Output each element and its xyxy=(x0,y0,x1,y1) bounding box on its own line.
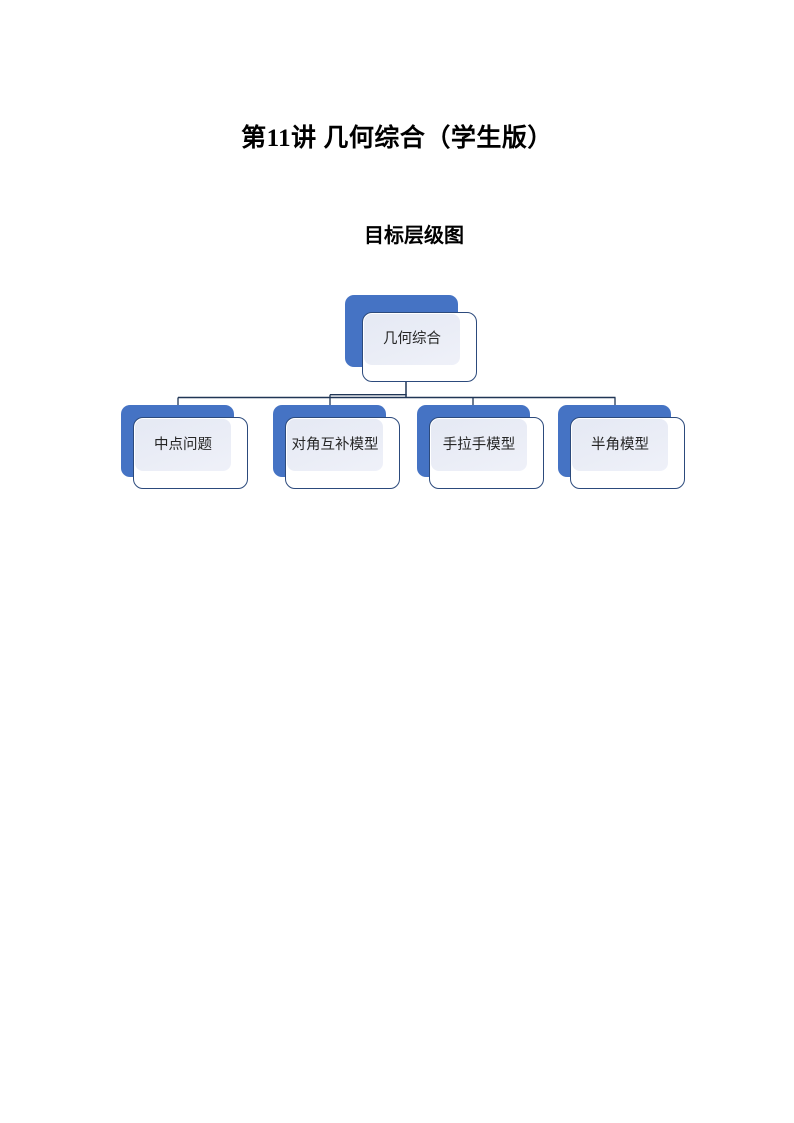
node-panel: 几何综合 xyxy=(364,314,460,365)
node-label: 几何综合 xyxy=(383,331,441,348)
node-label: 手拉手模型 xyxy=(442,436,516,453)
node-card: 几何综合 xyxy=(362,312,477,382)
node-card: 中点问题 xyxy=(133,417,248,489)
diagram-node-root: 几何综合 xyxy=(345,295,479,387)
node-panel: 对角互补模型 xyxy=(287,419,383,471)
node-panel: 半角模型 xyxy=(572,419,668,471)
node-label: 中点问题 xyxy=(154,436,212,453)
node-panel: 中点问题 xyxy=(135,419,231,471)
diagram-node-half-angle-model: 半角模型 xyxy=(558,405,692,497)
node-card: 半角模型 xyxy=(570,417,685,489)
node-label: 半角模型 xyxy=(591,436,649,453)
diagram-node-diagonal-complementary-model: 对角互补模型 xyxy=(273,405,407,497)
node-card: 对角互补模型 xyxy=(285,417,400,489)
diagram-node-midpoint-problems: 中点问题 xyxy=(121,405,255,497)
section-heading: 目标层级图 xyxy=(364,225,464,247)
node-panel: 手拉手模型 xyxy=(431,419,527,471)
node-card: 手拉手模型 xyxy=(429,417,544,489)
diagram-node-hand-in-hand-model: 手拉手模型 xyxy=(417,405,551,497)
document-title: 第11讲 几何综合（学生版） xyxy=(241,125,553,152)
node-label: 对角互补模型 xyxy=(291,436,379,453)
